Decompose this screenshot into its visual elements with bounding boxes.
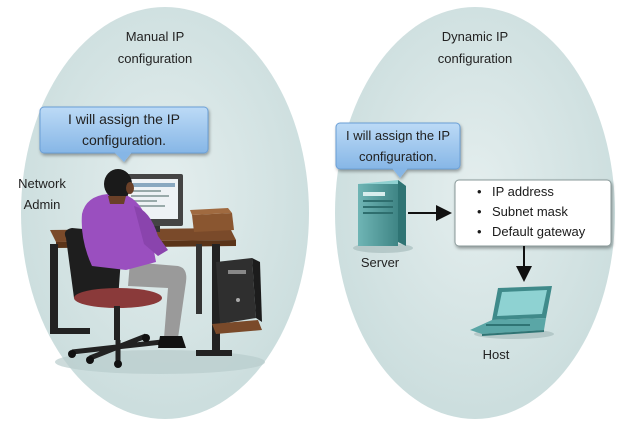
dynamic-bubble-line1: I will assign the IP: [345, 128, 451, 143]
ip-config-item-subnet-mask: Subnet mask: [455, 202, 611, 222]
ip-config-item-ip-address: IP address: [455, 182, 611, 202]
network-admin-label: Network Admin: [10, 173, 74, 215]
manual-bubble-line1: I will assign the IP: [67, 111, 181, 127]
network-admin-line1: Network: [18, 176, 66, 191]
manual-speech-bubble: [39, 106, 209, 162]
dynamic-bubble-line2: configuration.: [358, 149, 438, 164]
server-label: Server: [360, 255, 400, 270]
server-icon: [353, 180, 413, 253]
dynamic-title-line1: Dynamic IP: [441, 29, 509, 44]
laptop-icon: [470, 286, 554, 339]
manual-config-title: Manual IP configuration: [85, 26, 225, 70]
ip-config-list: IP address Subnet mask Default gateway: [455, 182, 611, 246]
manual-title-line2: configuration: [117, 51, 193, 66]
manual-bubble-line2: configuration.: [81, 132, 167, 148]
dynamic-speech-bubble: [335, 122, 461, 178]
network-admin-line2: Admin: [23, 197, 61, 212]
admin-workstation-illustration: [50, 169, 265, 374]
manual-title-line1: Manual IP: [125, 29, 185, 44]
host-label: Host: [482, 347, 510, 362]
dynamic-title-line2: configuration: [437, 51, 513, 66]
dynamic-bubble-text: I will assign the IP configuration.: [336, 125, 460, 167]
dynamic-config-title: Dynamic IP configuration: [405, 26, 545, 70]
ip-config-item-default-gateway: Default gateway: [455, 222, 611, 242]
manual-bubble-text: I will assign the IP configuration.: [40, 109, 208, 151]
